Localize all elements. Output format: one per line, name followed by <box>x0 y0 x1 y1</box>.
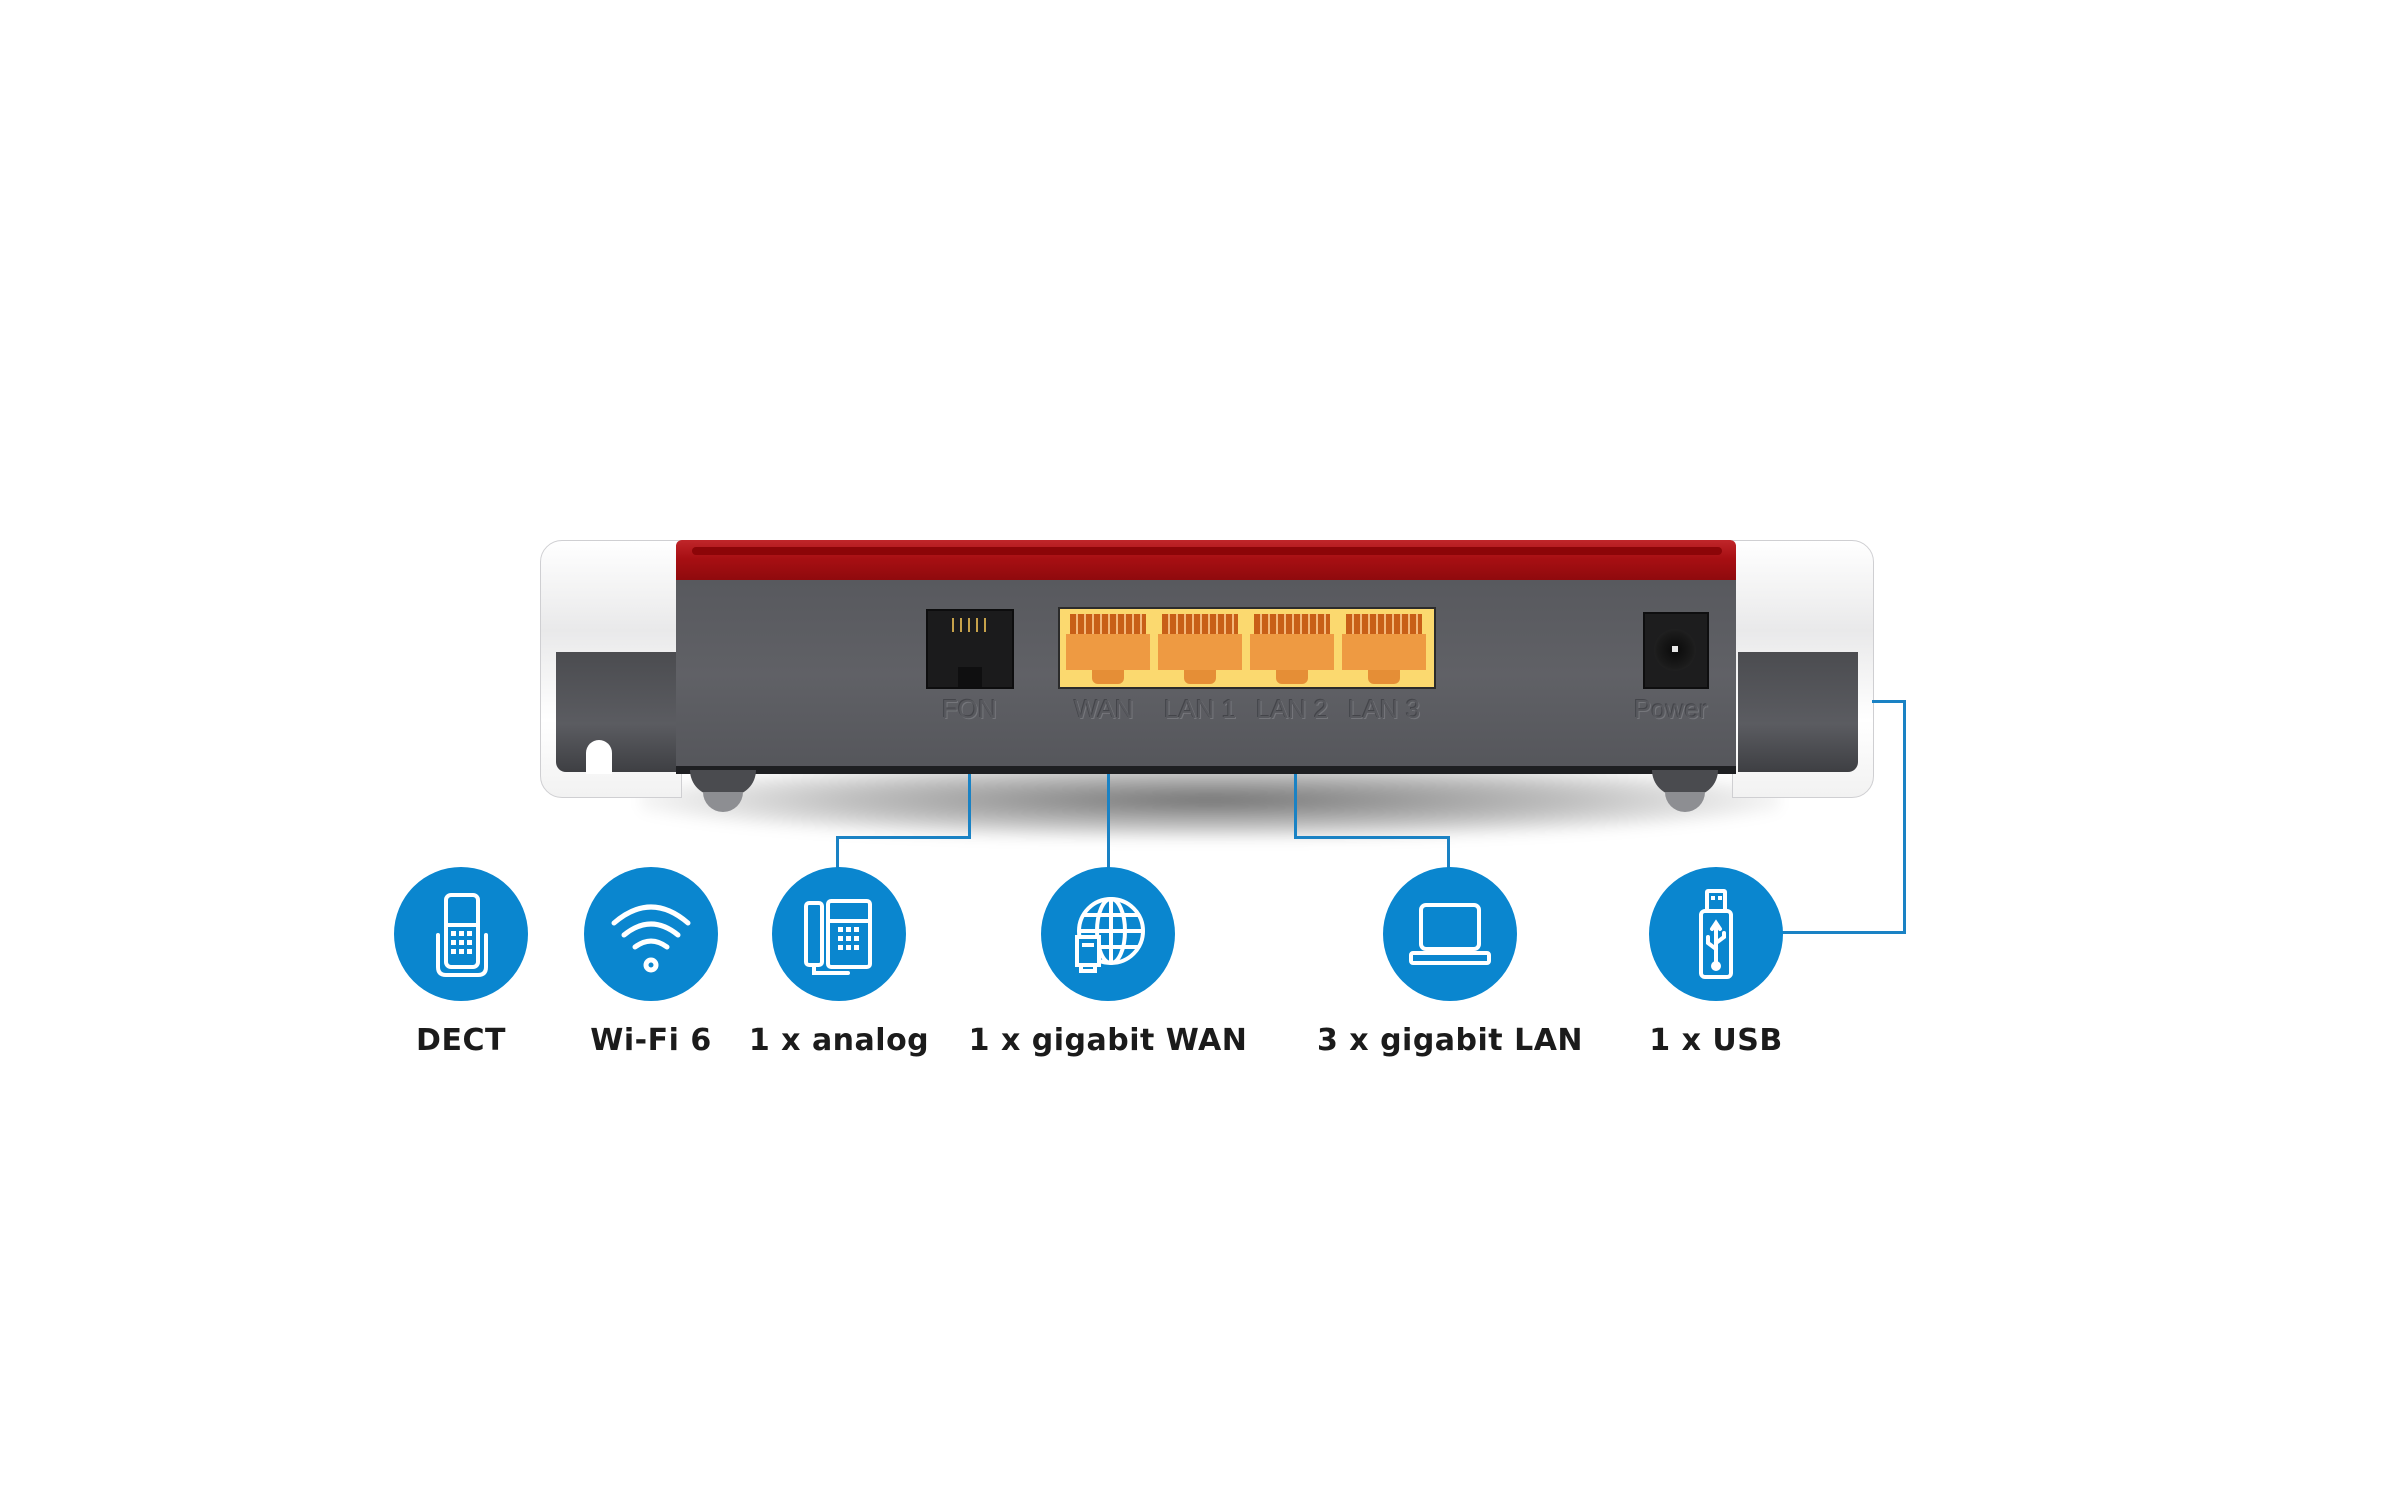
lan1-port-body <box>1158 634 1242 670</box>
wan-port-pins <box>1070 614 1146 634</box>
feature-analog: 1 x analog <box>689 867 989 1058</box>
port-label-lan2: LAN 2 <box>1256 694 1329 724</box>
feature-wifi: Wi-Fi 6 <box>501 867 801 1058</box>
desk-phone-icon <box>804 899 872 975</box>
cable-notch <box>586 740 612 774</box>
wan-port-body <box>1066 634 1150 670</box>
feature-label: 3 x gigabit LAN <box>1316 1023 1584 1058</box>
feature-dect: DECT <box>311 867 611 1058</box>
lan2-port-body <box>1250 634 1334 670</box>
dect-phone-icon <box>436 893 488 977</box>
port-label-power: Power <box>1634 694 1708 724</box>
wan-port <box>1066 614 1150 684</box>
right-endcap-dark-insert <box>1738 652 1858 772</box>
connector-line-wan <box>1107 774 1110 868</box>
lan2-port <box>1250 614 1334 684</box>
lan3-port <box>1342 614 1426 684</box>
lan1-port <box>1158 614 1242 684</box>
connector-line-lan <box>1294 774 1297 838</box>
connector-line-lan <box>1294 836 1450 839</box>
connector-line-usb <box>1872 700 1906 703</box>
red-top-cover <box>676 540 1736 580</box>
wifi-icon <box>611 904 691 973</box>
feature-icon-badge <box>772 867 906 1001</box>
feature-gigabit-wan: 1 x gigabit WAN <box>958 867 1258 1058</box>
connector-line-lan <box>1447 836 1450 868</box>
feature-icon-badge <box>394 867 528 1001</box>
feature-label: 1 x USB <box>1649 1023 1783 1058</box>
feature-icon-badge <box>584 867 718 1001</box>
left-endcap-dark-insert <box>556 652 676 772</box>
laptop-icon <box>1409 903 1491 965</box>
feature-icon-badge <box>1041 867 1175 1001</box>
feature-label: 1 x analog <box>748 1023 930 1058</box>
lan3-port-pins <box>1346 614 1422 634</box>
connector-line-fon <box>836 836 971 839</box>
feature-usb: 1 x USB <box>1566 867 1866 1058</box>
port-label-wan: WAN <box>1074 694 1134 724</box>
lan2-port-pins <box>1254 614 1330 634</box>
fon-port-tab <box>958 667 982 687</box>
globe-ethernet-icon <box>1075 897 1145 973</box>
lan1-port-latch <box>1184 670 1216 684</box>
power-port-pin <box>1672 646 1678 652</box>
port-label-lan1: LAN 1 <box>1164 694 1237 724</box>
feature-gigabit-lan: 3 x gigabit LAN <box>1300 867 1600 1058</box>
right-foot-pad <box>1665 792 1705 812</box>
connector-line-fon <box>968 774 971 838</box>
left-foot-pad <box>703 792 743 812</box>
connector-line-usb <box>1782 931 1906 934</box>
lan1-port-pins <box>1162 614 1238 634</box>
connector-line-fon <box>836 836 839 868</box>
wan-port-latch <box>1092 670 1124 684</box>
base-strip <box>676 766 1736 774</box>
feature-label: DECT <box>416 1023 506 1058</box>
port-label-lan3: LAN 3 <box>1348 694 1421 724</box>
feature-label: 1 x gigabit WAN <box>968 1023 1248 1058</box>
feature-icon-badge <box>1383 867 1517 1001</box>
port-label-fon: FON <box>942 694 997 724</box>
lan3-port-latch <box>1368 670 1400 684</box>
feature-icon-badge <box>1649 867 1783 1001</box>
usb-stick-icon <box>1699 889 1733 979</box>
lan3-port-body <box>1342 634 1426 670</box>
fon-port-pins <box>952 618 986 632</box>
connector-line-usb <box>1903 700 1906 934</box>
top-vent-slot <box>692 547 1722 555</box>
lan2-port-latch <box>1276 670 1308 684</box>
feature-label: Wi-Fi 6 <box>590 1023 712 1058</box>
